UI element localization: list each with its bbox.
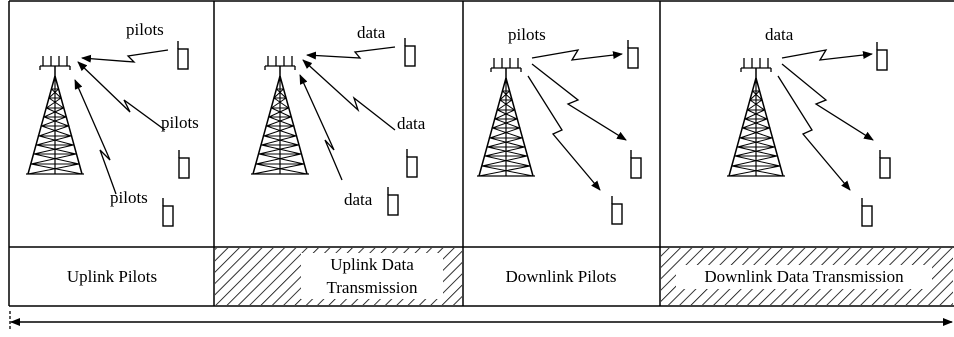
signal-label: pilots [508,25,546,44]
base-station-icon [726,57,786,177]
uplink-signal-arrow [302,59,396,131]
panel-uplink-data: data data data [250,23,426,216]
phone-icon [630,149,642,179]
signal-label: pilots [110,188,148,207]
frame-duration-arrow [9,311,953,331]
base-station-icon [25,55,85,175]
panel-uplink-pilots: pilots pilots pilots [25,20,199,227]
panel-downlink-pilots: pilots [476,25,642,225]
phase-label-uplink-data-line2: Transmission [326,278,418,297]
phase-bar: Uplink Pilots Uplink Data Transmission D… [10,248,953,305]
phone-icon [387,186,399,216]
downlink-signal-arrow [781,49,873,61]
phone-icon [406,148,418,178]
signal-label: data [357,23,386,42]
uplink-signal-arrow [299,74,343,181]
downlink-signal-arrow [531,63,627,141]
signal-label: data [344,190,373,209]
phase-cell-downlink-pilots [464,248,659,305]
signal-label: pilots [161,113,199,132]
uplink-signal-arrow [306,46,396,60]
base-station-icon [476,57,536,177]
phase-label-uplink-data-line1: Uplink Data [330,255,414,274]
phone-icon [178,149,190,179]
downlink-signal-arrow [777,75,851,191]
uplink-signal-arrow [81,49,169,63]
phase-cell-uplink-pilots [10,248,213,305]
signal-label: pilots [126,20,164,39]
phase-label-uplink-pilots: Uplink Pilots [67,267,157,286]
phone-icon [177,40,189,70]
signal-label: data [397,114,426,133]
downlink-signal-arrow [531,49,623,61]
phone-icon [861,197,873,227]
uplink-signal-arrow [77,61,166,131]
panel-downlink-data: data [726,25,891,227]
downlink-signal-arrow [781,63,874,141]
uplink-signal-arrow [74,79,117,195]
phase-label-downlink-pilots: Downlink Pilots [506,267,617,286]
base-station-icon [250,55,310,175]
phone-icon [162,197,174,227]
frame [8,0,954,307]
phone-icon [879,149,891,179]
phone-icon [627,39,639,69]
phone-icon [611,195,623,225]
phone-icon [876,41,888,71]
downlink-signal-arrow [527,75,601,191]
phase-label-downlink-data: Downlink Data Transmission [704,267,904,286]
signal-label: data [765,25,794,44]
phone-icon [404,37,416,67]
